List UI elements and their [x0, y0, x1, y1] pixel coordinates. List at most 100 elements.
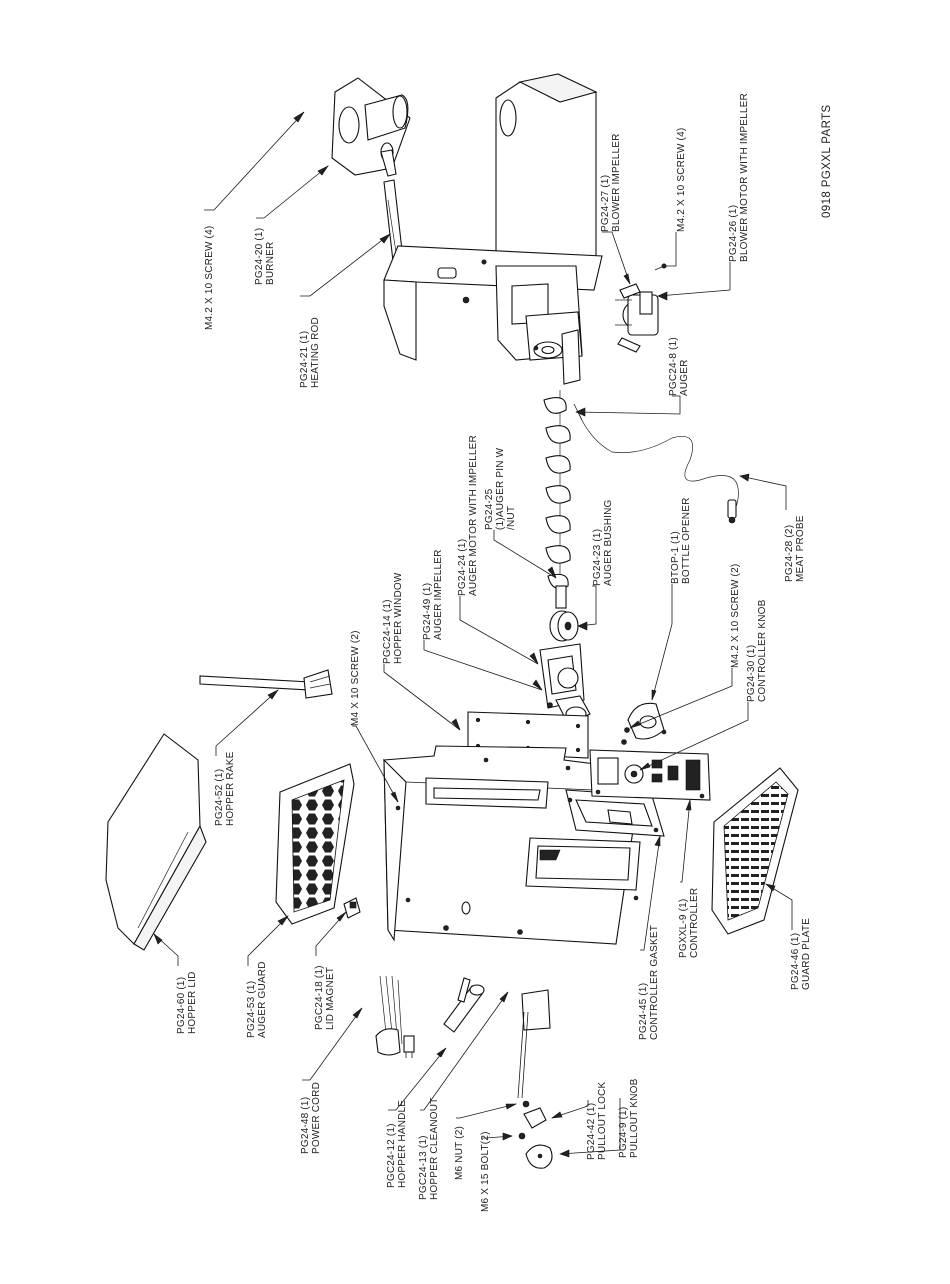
callout-line-2: AUGER MOTOR WITH IMPELLER	[468, 435, 479, 596]
callout-line-1: M6 NUT (2)	[454, 1126, 465, 1180]
callout-line-1: PG24-27 (1)	[600, 175, 611, 232]
callout-line-1: PGC24-13 (1)	[418, 1135, 429, 1200]
callout-line-2: AUGER	[679, 359, 690, 396]
callout-line-2: HOPPER CLEANOUT	[429, 1098, 440, 1200]
auger-tube-part	[383, 73, 603, 385]
callout-auger: PGC24-8 (1) AUGER	[668, 337, 690, 396]
callout-bottle-opener: BTOP-1 (1) BOTTLE OPENER	[670, 497, 692, 584]
callout-line-1: PG24-21 (1)	[299, 331, 310, 388]
callout-line-1: PG24-28 (2)	[784, 525, 795, 582]
callout-line-1: PG24-49 (1)	[422, 583, 433, 640]
callout-line-1: PG24-46 (1)	[790, 933, 801, 990]
callout-line-2: BURNER	[265, 242, 276, 285]
callout-auger-motor: PG24-24 (1) AUGER MOTOR WITH IMPELLER	[457, 435, 479, 596]
callout-screw-burner: M4.2 X 10 SCREW (4)	[204, 226, 215, 330]
pullout-hardware-part	[518, 1100, 553, 1169]
meat-probe-part	[573, 403, 739, 524]
callout-line-1: PG24-42 (1)	[586, 1103, 597, 1160]
callout-line-2: MEAT PROBE	[795, 515, 806, 582]
callout-line-1: PG24-30 (1)	[746, 645, 757, 702]
hopper-lid-part	[105, 733, 207, 951]
guard-plate-part	[711, 767, 799, 935]
callout-controller-knob: PG24-30 (1) CONTROLLER KNOB	[746, 599, 768, 702]
callout-line-2: GUARD PLATE	[801, 918, 812, 990]
callout-lid-magnet: PGC24-18 (1) LID MAGNET	[314, 965, 336, 1030]
callout-line-1: PG24-26 (1)	[728, 205, 739, 262]
controller-gasket-part	[565, 789, 665, 837]
callout-line-1: PG24-25	[484, 488, 495, 530]
callout-auger-bushing: PG24-23 (1) AUGER BUSHING	[592, 499, 614, 586]
callout-line-2: BLOWER MOTOR WITH IMPELLER	[739, 93, 750, 262]
callout-line-1: M4.2 X 10 SCREW (2)	[730, 564, 741, 668]
callout-line-1: M6 X 15 BOLT(2)	[480, 1131, 491, 1212]
callout-line-1: M4.2 X 10 SCREW (4)	[676, 128, 687, 232]
callout-line-2: PULLOUT KNOB	[629, 1078, 640, 1158]
callout-line-1: M4 X 10 SCREW (2)	[350, 630, 361, 726]
callout-auger-pin: PG24-25 (1)AUGER PIN W /NUT	[484, 447, 517, 530]
callout-line-2: BOTTLE OPENER	[681, 497, 692, 584]
callout-line-2: LID MAGNET	[325, 967, 336, 1030]
callout-line-2: CONTROLLER KNOB	[757, 599, 768, 702]
callout-screw-blower: M4.2 X 10 SCREW (4)	[676, 128, 687, 232]
diagram-title: 0918 PGXXL PARTS	[821, 104, 833, 218]
callout-line-2: HOPPER LID	[187, 971, 198, 1034]
callout-blower-motor: PG24-26 (1) BLOWER MOTOR WITH IMPELLER	[728, 93, 750, 262]
callout-heating-rod: PG24-21 (1) HEATING ROD	[299, 317, 321, 388]
callout-m6-nut: M6 NUT (2)	[454, 1126, 465, 1180]
callout-line-1: PG24-53 (1)	[246, 981, 257, 1038]
callout-line-1: PGC24-18 (1)	[314, 965, 325, 1030]
hopper-handle-part	[443, 977, 485, 1033]
callout-line-1: PG24-20 (1)	[254, 228, 265, 285]
lid-magnet-part	[343, 897, 361, 919]
callout-blower-impeller: PG24-27 (1) BLOWER IMPELLER	[600, 133, 622, 232]
callout-line-1: PG24-48 (1)	[300, 1097, 311, 1154]
callout-line-2: (1)AUGER PIN W	[495, 447, 506, 530]
callout-hopper-window: PGC24-14 (1) HOPPER WINDOW	[382, 572, 404, 664]
hopper-cleanout-part	[517, 989, 551, 1099]
auger-part	[543, 390, 571, 609]
callout-meat-probe: PG24-28 (2) MEAT PROBE	[784, 515, 806, 582]
callout-burner: PG24-20 (1) BURNER	[254, 228, 276, 285]
callout-line-2: CONTROLLER	[689, 888, 700, 958]
callout-hopper-rake: PG24-52 (1) HOPPER RAKE	[214, 751, 236, 826]
callout-line-1: PG24-24 (1)	[457, 539, 468, 596]
callout-hopper-handle: PGC24-12 (1) HOPPER HANDLE	[386, 1100, 408, 1188]
callout-line-2: PULLOUT LOCK	[597, 1082, 608, 1160]
auger-bushing-part	[549, 610, 579, 642]
callout-hopper-lid: PG24-60 (1) HOPPER LID	[176, 971, 198, 1034]
callout-line-1: PGC24-8 (1)	[668, 337, 679, 396]
leader-lines	[153, 111, 793, 1158]
callout-line-2: AUGER IMPELLER	[433, 549, 444, 640]
callout-pullout-lock: PG24-42 (1) PULLOUT LOCK	[586, 1082, 608, 1160]
callout-line-1: PG24-9 (1)	[618, 1107, 629, 1158]
callout-m6-bolt: M6 X 15 BOLT(2)	[480, 1131, 491, 1212]
callout-pullout-knob: PG24-9 (1) PULLOUT KNOB	[618, 1078, 640, 1158]
callout-screw-hopper: M4 X 10 SCREW (2)	[350, 630, 361, 726]
callout-line-3: /NUT	[506, 506, 517, 530]
callout-line-2: AUGER BUSHING	[603, 499, 614, 586]
callout-line-2: BLOWER IMPELLER	[611, 133, 622, 232]
callout-hopper-cleanout: PGC24-13 (1) HOPPER CLEANOUT	[418, 1098, 440, 1200]
callout-line-2: HOPPER HANDLE	[397, 1100, 408, 1188]
knob-screws-part	[621, 727, 630, 745]
callout-line-1: PGC24-14 (1)	[382, 599, 393, 664]
power-cord-part	[375, 975, 415, 1058]
callout-line-2: AUGER GUARD	[257, 961, 268, 1038]
callout-line-1: PG24-45 (1)	[638, 983, 649, 1040]
callout-line-2: HOPPER RAKE	[225, 751, 236, 826]
callout-guard-plate: PG24-46 (1) GUARD PLATE	[790, 918, 812, 990]
callout-line-2: POWER CORD	[311, 1082, 322, 1154]
callout-line-2: CONTROLLER GASKET	[649, 925, 660, 1040]
callout-line-1: BTOP-1 (1)	[670, 531, 681, 584]
callout-line-1: PGC24-12 (1)	[386, 1123, 397, 1188]
callout-controller-gasket: PG24-45 (1) CONTROLLER GASKET	[638, 925, 660, 1040]
burner-part	[331, 77, 411, 177]
blower-motor-part	[615, 263, 667, 353]
callout-power-cord: PG24-48 (1) POWER CORD	[300, 1082, 322, 1154]
controller-part	[589, 749, 711, 801]
auger-guard-part	[275, 763, 355, 925]
callout-line-1: PG24-52 (1)	[214, 769, 225, 826]
callout-controller: PGXXL-9 (1) CONTROLLER	[678, 888, 700, 958]
callout-line-2: HEATING ROD	[310, 317, 321, 388]
